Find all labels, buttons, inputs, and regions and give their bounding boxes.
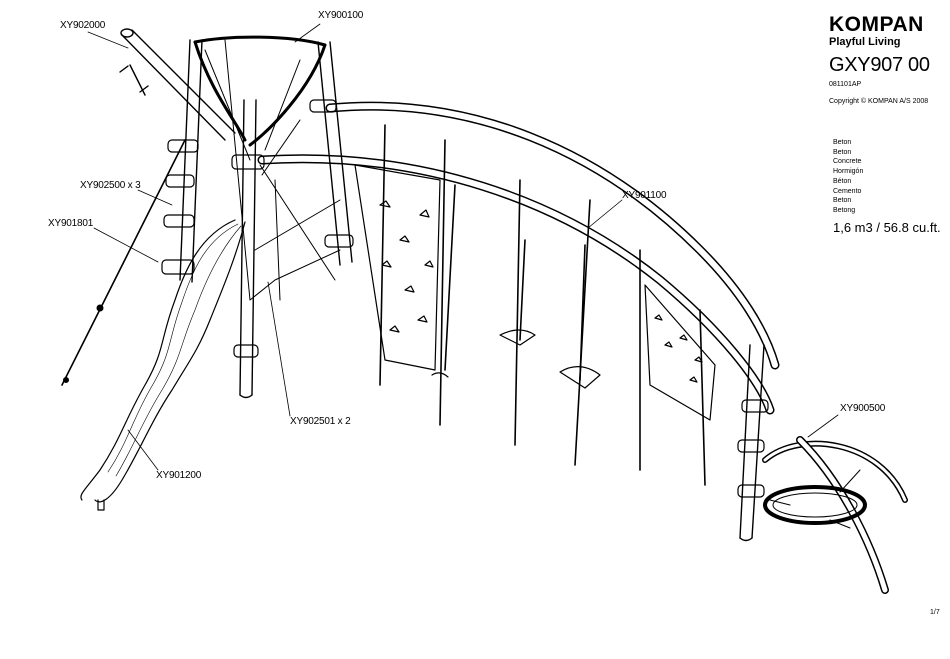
material-lang-7: Beton [833,196,863,206]
callout-xy900100: XY900100 [318,10,363,21]
wavy-slide [81,220,245,510]
material-lang-4: Hormigón [833,167,863,177]
material-lang-2: Beton [833,148,863,158]
callout-xy902500: XY902500 x 3 [80,180,140,191]
diagonal-beam [120,29,235,140]
callout-xy900500: XY900500 [840,403,885,414]
rope-ring-xy900500 [765,440,905,590]
climbing-wall-right [645,285,715,420]
callout-xy901200: XY901200 [156,470,201,481]
callout-xy901801: XY901801 [48,218,93,229]
brand-tagline: Playful Living [829,36,924,48]
callout-xy902501: XY902501 x 2 [290,416,350,427]
copyright-notice: Copyright © KOMPAN A/S 2008 [829,98,928,105]
material-languages: Beton Beton Concrete Hormigón Béton Ceme… [833,138,863,216]
material-lang-3: Concrete [833,157,863,167]
material-lang-1: Beton [833,138,863,148]
callout-xy901100: XY901100 [622,190,666,201]
material-lang-5: Béton [833,177,863,187]
model-number: GXY907 00 [829,54,930,77]
brand-block: KOMPAN Playful Living [829,14,924,48]
climbing-wall-left [355,165,440,370]
callout-xy902000: XY902000 [60,20,105,31]
page-number: 1/7 [930,609,940,616]
hanging-ropes [380,125,705,485]
material-lang-8: Betong [833,206,863,216]
document-code: 081101AP [829,81,861,88]
concrete-volume: 1,6 m3 / 56.8 cu.ft. [833,220,941,235]
material-lang-6: Cemento [833,187,863,197]
kompan-logo: KOMPAN [829,14,924,36]
rope-xy901801 [62,140,185,385]
tower-net [205,40,340,300]
